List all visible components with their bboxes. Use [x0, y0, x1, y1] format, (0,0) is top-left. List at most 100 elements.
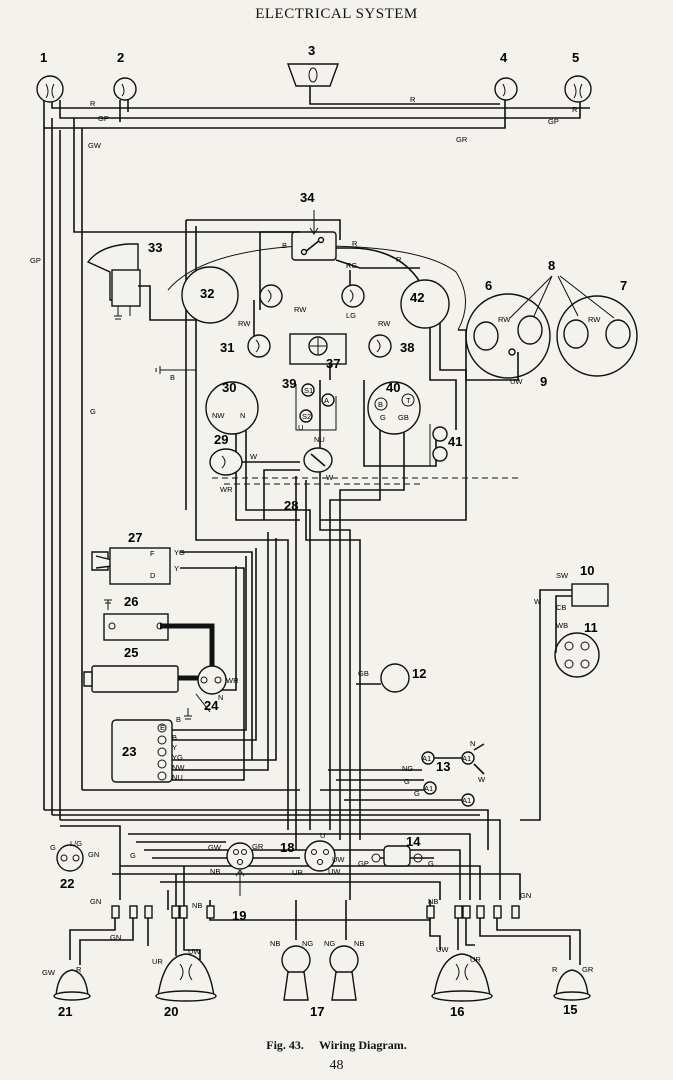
- label-10: 10: [580, 563, 594, 578]
- component-numbers: 1 2 3 4 5 6 7 8 9 10 11 12 13 14 15 16 1…: [40, 43, 627, 1019]
- wl-ur-18: UR: [292, 868, 303, 877]
- figure-caption: Fig. 43. Wiring Diagram.: [0, 1038, 673, 1053]
- label-29: 29: [214, 432, 228, 447]
- label-23: 23: [122, 744, 136, 759]
- wl-uw-20: UW: [188, 947, 201, 956]
- wl-nw-23: NW: [172, 763, 185, 772]
- starter-25: [83, 665, 227, 695]
- wl-r-right: R: [572, 105, 578, 114]
- lamp-31: [247, 334, 271, 358]
- wl-y-23: Y: [172, 743, 177, 752]
- lamp-16: [431, 953, 493, 1002]
- wl-gn-22: GN: [88, 850, 99, 859]
- wl-f-27: F: [150, 549, 155, 558]
- label-32: 32: [200, 286, 214, 301]
- label-40: 40: [386, 380, 400, 395]
- wl-gp-right: GP: [548, 117, 559, 126]
- wl-e-23: E: [160, 723, 165, 732]
- wl-lg: LG: [346, 311, 356, 320]
- label-15: 15: [563, 1002, 577, 1017]
- label-24: 24: [204, 698, 219, 713]
- horn-17-right: [329, 945, 359, 1001]
- wl-gw-19: GW: [208, 843, 222, 852]
- wl-gn-r: GN: [520, 891, 531, 900]
- label-27: 27: [128, 530, 142, 545]
- wl-nu-23: NU: [172, 773, 183, 782]
- wl-uw-9: UW: [510, 377, 523, 386]
- page-number: 48: [329, 1058, 344, 1073]
- wl-n-30: N: [240, 411, 245, 420]
- wl-wr-29: WR: [220, 485, 233, 494]
- horn-17-left: [281, 945, 311, 1001]
- lamp-3: [287, 63, 339, 87]
- label-39: 39: [282, 376, 296, 391]
- warning-lamp-right: [341, 284, 365, 308]
- gauge-40: [367, 381, 421, 435]
- lamp-2: [113, 77, 137, 101]
- gauge-30: [205, 381, 259, 435]
- label-17: 17: [310, 1004, 324, 1019]
- wl-w-29: W: [250, 452, 258, 461]
- wl-ng-17b: NG: [324, 939, 335, 948]
- dash-outline: [167, 245, 467, 331]
- label-20: 20: [164, 1004, 178, 1019]
- wl-g-19: G: [130, 851, 136, 860]
- figure-title: Wiring Diagram.: [318, 1038, 407, 1052]
- switch-22: [56, 844, 84, 872]
- wl-d-27: D: [150, 571, 156, 580]
- wl-gn-l2: GN: [110, 933, 121, 942]
- label-19: 19: [232, 908, 246, 923]
- wl-nb-19: NB: [210, 867, 220, 876]
- wl-b-23: B: [172, 733, 177, 742]
- wl-g-13b: G: [414, 789, 420, 798]
- wl-yg-23: YG: [172, 753, 183, 762]
- wl-gw-top: GW: [88, 141, 102, 150]
- label-30: 30: [222, 380, 236, 395]
- wl-lg-22: L/G: [70, 839, 82, 848]
- instrument-32: [181, 266, 239, 324]
- lamp-1: [36, 75, 64, 103]
- wl-nb-l: NB: [192, 901, 202, 910]
- switch-18: [304, 840, 336, 872]
- label-6: 6: [485, 278, 492, 293]
- wl-rw-38: RW: [378, 319, 391, 328]
- wl-cb: CB: [556, 603, 566, 612]
- earth-24: [184, 693, 211, 720]
- wl-r-34: R: [352, 239, 358, 248]
- horn-27: [91, 547, 171, 585]
- lamp-15: [553, 969, 591, 1001]
- lamp-29: [209, 448, 300, 476]
- label-7: 7: [620, 278, 627, 293]
- lamp-41: [429, 424, 448, 466]
- wl-u-18: U: [320, 831, 325, 840]
- wl-uw-18b: UW: [328, 867, 341, 876]
- lower-harness: [44, 789, 521, 921]
- wl-n-25: N: [218, 693, 223, 702]
- wl-gr-15: GR: [582, 965, 594, 974]
- label-8: 8: [548, 258, 555, 273]
- component-11: [554, 612, 600, 678]
- wl-r-21: R: [76, 965, 82, 974]
- wl-gr-top: GR: [456, 135, 468, 144]
- wl-nb-17b: NB: [354, 939, 364, 948]
- component-13: [320, 743, 485, 807]
- wl-rw-6: RW: [498, 315, 511, 324]
- wl-a1-4: A1: [462, 796, 471, 805]
- wl-gb-12: GB: [358, 669, 369, 678]
- component-10: [539, 583, 609, 680]
- component-33: [86, 243, 196, 321]
- wl-w-13: W: [478, 775, 486, 784]
- label-11: 11: [584, 620, 598, 635]
- switch-39: [295, 383, 337, 431]
- lamp-20: [155, 953, 217, 1002]
- wl-rw-1: RW: [294, 305, 307, 314]
- wl-rw-7: RW: [588, 315, 601, 324]
- lamp-cluster-7: [556, 295, 638, 377]
- wl-sw: SW: [556, 571, 569, 580]
- wl-ng-17a: NG: [302, 939, 313, 948]
- wl-r-mid: R: [410, 95, 416, 104]
- page-title: ELECTRICAL SYSTEM: [255, 6, 418, 22]
- label-4: 4: [500, 50, 508, 65]
- lamp-4: [494, 77, 518, 101]
- label-21: 21: [58, 1004, 72, 1019]
